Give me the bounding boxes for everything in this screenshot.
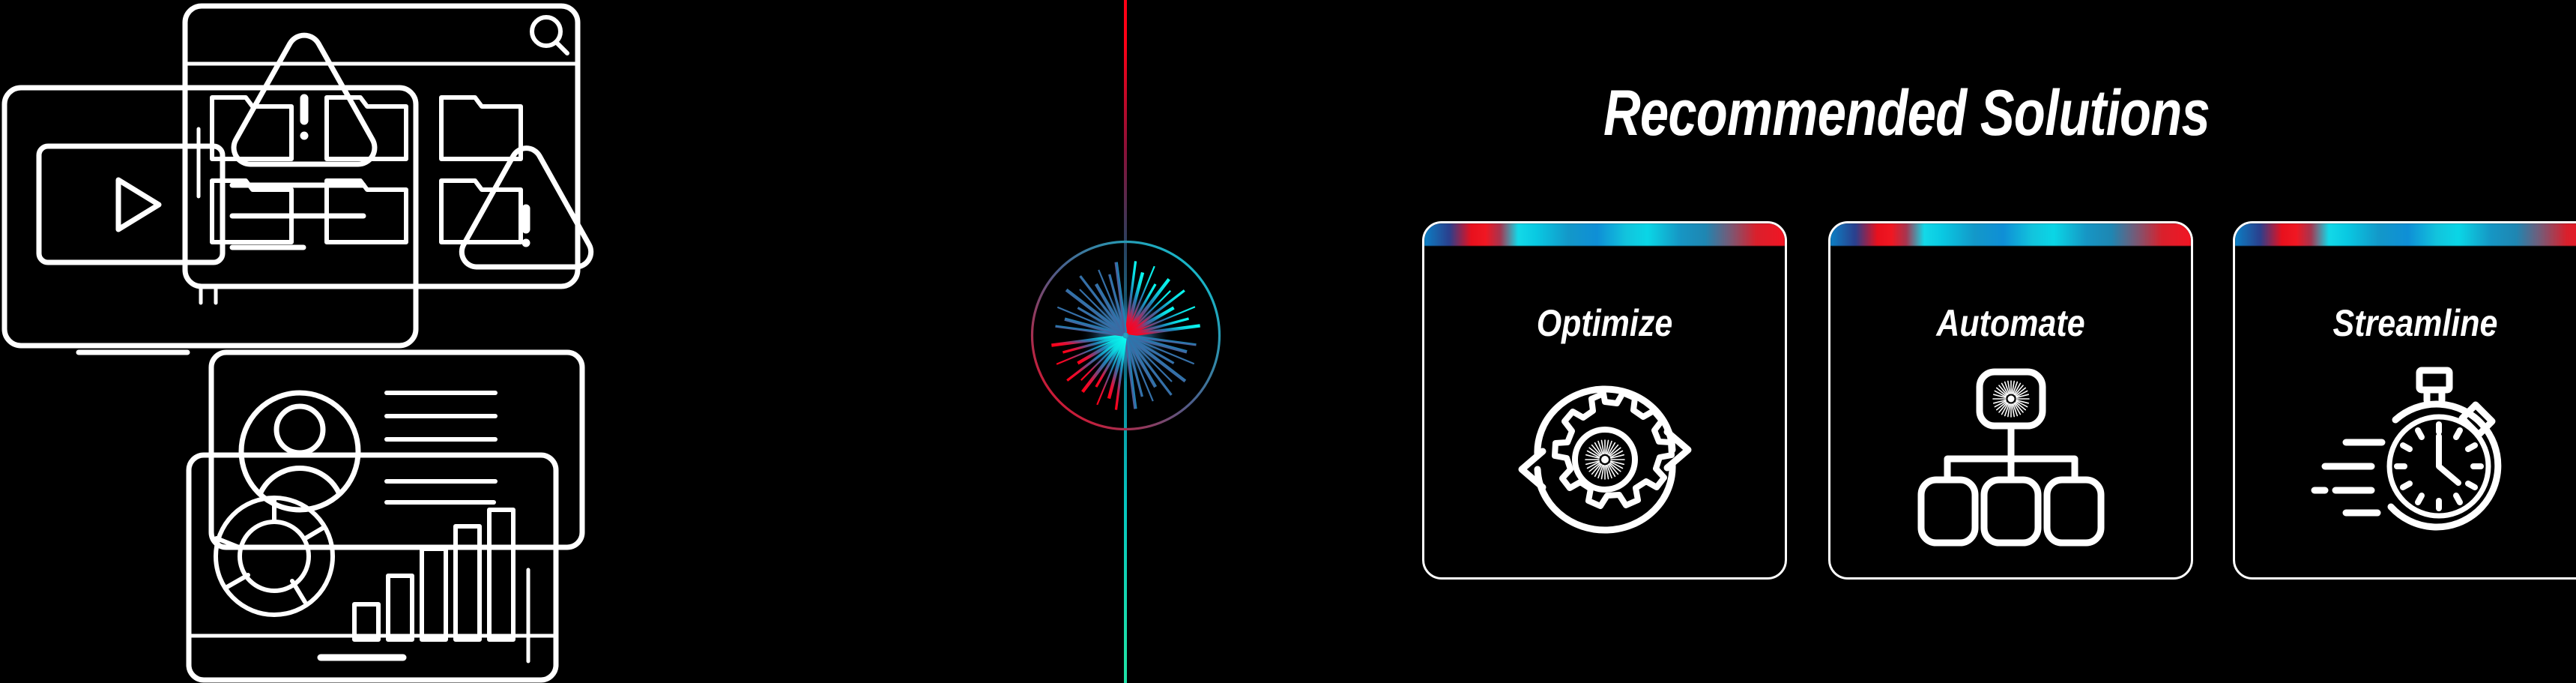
- profile-card: [208, 349, 585, 550]
- warning-triangle-lower: [459, 145, 594, 270]
- donut-chart-icon: [214, 496, 335, 617]
- stopwatch-speed-icon: [2307, 366, 2524, 553]
- solution-cards-row: Optimize: [1422, 221, 2576, 581]
- card-gradient-strip: [1424, 223, 1785, 246]
- left-illustration: [0, 0, 884, 683]
- user-avatar-icon: [238, 390, 361, 513]
- text-lines-group: [229, 182, 366, 250]
- card-gradient-strip: [2235, 223, 2576, 246]
- radial-burst-orb: [1027, 236, 1225, 435]
- profile-text-lines: [384, 391, 498, 505]
- search-icon: [530, 15, 569, 55]
- folder-grid: [210, 95, 523, 244]
- monitor-with-play-button: [1, 85, 419, 355]
- solution-card-optimize[interactable]: Optimize: [1422, 221, 1787, 580]
- right-panel: Recommended Solutions Optimize: [1229, 0, 2576, 683]
- solution-card-streamline[interactable]: Streamline: [2233, 221, 2576, 580]
- laptop-analytics: [186, 452, 559, 683]
- file-browser-window: [182, 3, 581, 305]
- warning-triangle-top: [231, 32, 378, 167]
- solution-card-label: Streamline: [2332, 302, 2498, 344]
- card-gradient-strip: [1830, 223, 2191, 246]
- solution-card-label: Optimize: [1536, 302, 1673, 344]
- gear-cycle-icon: [1496, 366, 1714, 553]
- page-title: Recommended Solutions: [1603, 77, 2210, 149]
- bar-chart-icon: [352, 508, 515, 642]
- solution-card-automate[interactable]: Automate: [1828, 221, 2193, 580]
- hierarchy-flow-icon: [1902, 366, 2120, 553]
- solution-card-label: Automate: [1936, 302, 2085, 344]
